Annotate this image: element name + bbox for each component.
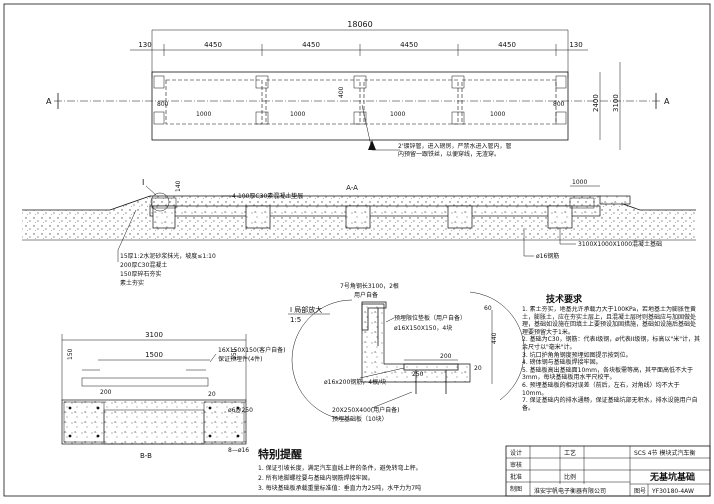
conduit-note: 2'镀锌管，进入磅房，严禁水进入管内，管内预留一跟铁丝，以便穿线，无渣穿。 bbox=[398, 143, 512, 158]
dim-440: 440 bbox=[491, 332, 498, 344]
sheet-border bbox=[3, 3, 711, 497]
tb-draw: 制图 bbox=[510, 485, 522, 493]
detail-i-marker bbox=[150, 192, 170, 212]
tech-item: 1. 素土夯实，地基允许承载力大于100KPa，若地基土为膨胀性黄土，膨胀土，应… bbox=[522, 306, 697, 336]
segment-dim-4: 4450 bbox=[498, 41, 516, 49]
tech-item: 3. 坑口护角角钢度预埋如图提示按到位。 bbox=[522, 351, 632, 359]
bb-rebar-6: ø6@250 bbox=[228, 407, 253, 414]
title-block: 设计 审核 批准 制图 工艺 比例 SCS 4节 模块式汽车衡 无基坑基础 淮安… bbox=[505, 445, 711, 497]
anchor-note: ø16x200钢筋，4根/块 bbox=[324, 378, 386, 386]
pier-length-dim-1: 1000 bbox=[196, 111, 211, 118]
tb-drawing-no: YF30180-4AW bbox=[651, 488, 694, 495]
plate-size-note: ø16X150X150，4块 bbox=[394, 324, 452, 332]
bb-width-dim: 3100 bbox=[145, 331, 163, 339]
angle-steel-note: 7号角钢长3100，2根 bbox=[340, 282, 399, 290]
user-supplied-note: 用户自备 bbox=[354, 291, 378, 299]
section-bb-view: 3100 1500 150 150 16X150X150(客户自备) 保证预埋件… bbox=[61, 331, 285, 460]
bb-plate-sub: 保证预埋件(4件) bbox=[218, 355, 263, 363]
tb-approve: 批准 bbox=[510, 473, 522, 481]
base-plate-note: 20X250X400(用户自备) bbox=[332, 406, 399, 414]
end-offset-right: 130 bbox=[569, 41, 582, 49]
dim-200: 200 bbox=[440, 353, 452, 360]
tb-review: 审核 bbox=[510, 461, 522, 469]
bb-plate-note: 16X150X150(客户自备) bbox=[218, 346, 285, 354]
dim-250: 250 bbox=[412, 371, 424, 378]
inner-width-dim: 2400 bbox=[592, 94, 600, 112]
pit-note: 3100X1000X1000混凝土基础 bbox=[578, 240, 662, 248]
tb-scale: 比例 bbox=[564, 473, 576, 481]
tb-drawing-no-label: 图号 bbox=[634, 488, 646, 495]
bb-inner-dim: 1500 bbox=[145, 351, 163, 359]
pier-width-left: 800 bbox=[157, 101, 169, 108]
segment-dim-2: 4450 bbox=[302, 41, 320, 49]
plan-outer-slab bbox=[151, 71, 569, 141]
dim-60: 60 bbox=[484, 305, 492, 312]
pier-height-dim: 400 bbox=[338, 86, 345, 98]
bb-rebar-16: 8—ø16 bbox=[228, 447, 249, 454]
tech-item: 6. 预埋基础板的相对误差（前后，左右，对角线）均不大于10mm。 bbox=[522, 381, 680, 397]
technical-requirements: 技术要求 1. 素土夯实，地基允许承载力大于100KPa，若地基土为膨胀性黄土，… bbox=[522, 293, 700, 412]
plan-view: 18060 130 4450 4450 4450 4450 130 800 80… bbox=[46, 20, 670, 158]
pier-length-dim-4: 1000 bbox=[490, 111, 505, 118]
tb-drawing-name: 无基坑基础 bbox=[649, 471, 695, 483]
plate-note: 预埋限位垫板（用户自备） bbox=[394, 314, 466, 322]
reminder-item-3: 3. 每块基础板承载重量标准值：垂直力为25吨，水平力为7吨 bbox=[258, 484, 421, 492]
pier-length-dim-2: 1000 bbox=[290, 111, 305, 118]
tech-list: 1. 素土夯实，地基允许承载力大于100KPa，若地基土为膨胀性黄土，膨胀土，应… bbox=[522, 306, 700, 412]
bb-dim-20: 20 bbox=[208, 391, 216, 398]
section-aa-view: A-A I 140 4-100厚C30素混凝土垫层 1000 15厚1:2水泥砂… bbox=[22, 178, 696, 287]
bb-dim-200: 200 bbox=[100, 389, 112, 396]
segment-dim-1: 4450 bbox=[204, 41, 222, 49]
special-reminder: 特别提醒 1. 保证引坡长度，满足汽车直线上秤的条件，避免转弯上秤。 2. 所有… bbox=[258, 447, 422, 492]
tb-product: SCS 4节 模块式汽车衡 bbox=[634, 449, 695, 457]
layer-note-2: 200厚C30混凝土 bbox=[120, 261, 167, 269]
reminder-item-2: 2. 所有地脚螺栓要与基础内钢筋焊接牢固。 bbox=[258, 474, 374, 482]
detail-concrete bbox=[361, 303, 471, 383]
base-plate-sub: 预埋基础板（10块） bbox=[332, 415, 388, 423]
bb-dim-150-right: 150 bbox=[231, 348, 238, 360]
reminder-title: 特别提醒 bbox=[258, 447, 302, 461]
detail-i-view: I 局部放大 1:5 7号角钢长3100，2根 用户自备 预埋限位垫板（用户自备… bbox=[288, 282, 525, 423]
bb-foundation bbox=[61, 399, 247, 445]
rebar-note: ø16钢筋 bbox=[536, 252, 559, 260]
dim-140: 140 bbox=[175, 180, 182, 192]
bb-dim-150-left: 150 bbox=[67, 348, 74, 360]
tb-design: 设计 bbox=[510, 449, 522, 457]
ramp-length-dim: 1000 bbox=[572, 179, 587, 186]
detail-i-title: I 局部放大 bbox=[290, 305, 322, 314]
dim-20: 20 bbox=[474, 365, 482, 372]
tech-item: 4. 磅体钢与基础板焊接牢固。 bbox=[522, 359, 602, 367]
layer-note-1: 15厚1:2水泥砂浆抹光，坡度≤1:10 bbox=[120, 252, 216, 260]
bb-title: B-B bbox=[140, 452, 152, 460]
detail-i-scale: 1:5 bbox=[290, 316, 301, 324]
outer-width-dim: 3100 bbox=[612, 94, 620, 112]
total-length-dim: 18060 bbox=[347, 20, 372, 29]
detail-i-label: I bbox=[142, 178, 144, 187]
tech-item: 5. 基础板高出基础面10mm，各块板需等高，其平面高低不大于3mm，每块基础板… bbox=[522, 366, 693, 382]
section-mark-left: A bbox=[46, 97, 52, 106]
layer-note-4: 素土夯实 bbox=[120, 279, 144, 287]
section-mark-right: A bbox=[664, 97, 670, 106]
tb-company: 淮安宇帆电子衡器有限公司 bbox=[534, 487, 606, 495]
pier-length-dim-3: 1000 bbox=[390, 111, 405, 118]
tech-title: 技术要求 bbox=[546, 293, 583, 305]
segment-dim-3: 4450 bbox=[400, 41, 418, 49]
tech-item: 2. 基础为C30，钢筋：代表I级钢，ø代表II级钢，标高以"米"计，其余尺寸以… bbox=[522, 336, 700, 351]
end-offset-left: 130 bbox=[138, 41, 151, 49]
slab-note: 4-100厚C30素混凝土垫层 bbox=[232, 192, 303, 200]
tech-item: 7. 保证基础内的排水通畅，保证基础坑部无积水，排水设施用户自备。 bbox=[522, 397, 698, 412]
tb-process: 工艺 bbox=[564, 449, 576, 457]
aa-slab bbox=[149, 205, 601, 217]
reminder-item-1: 1. 保证引坡长度，满足汽车直线上秤的条件，避免转弯上秤。 bbox=[258, 464, 422, 472]
layer-note-3: 150厚碎石夯实 bbox=[120, 270, 161, 278]
pier-width-right: 800 bbox=[553, 101, 565, 108]
section-aa-title: A-A bbox=[346, 184, 358, 192]
